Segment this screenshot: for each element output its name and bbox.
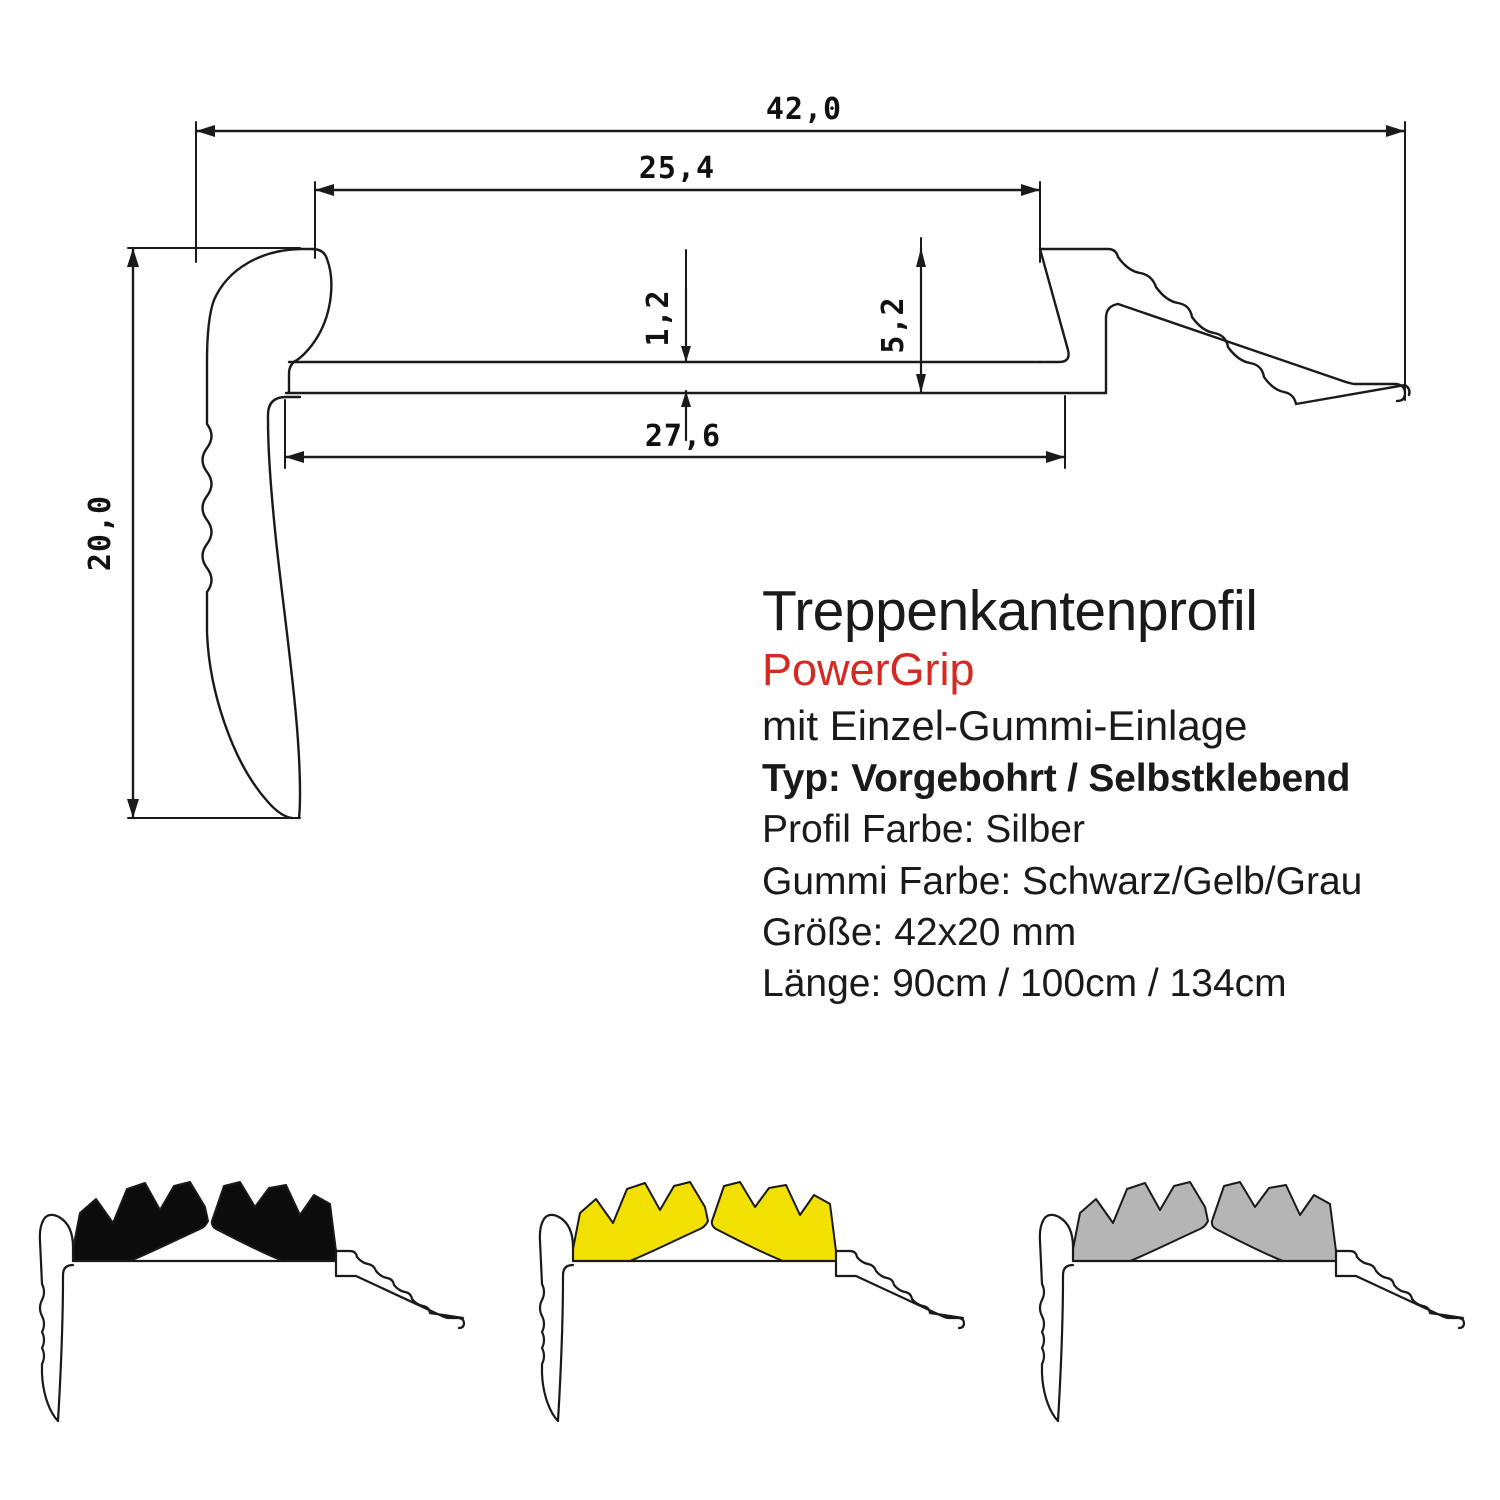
- spec-profil-farbe: Profil Farbe: Silber: [762, 808, 1085, 852]
- profile-nose-crown: [287, 247, 333, 395]
- technical-drawing: 42,0 25,4 27,6 1,2 5,2 20,0: [83, 92, 1411, 820]
- product-info-block: Treppenkantenprofil PowerGrip mit Einzel…: [762, 579, 1482, 1010]
- dimension-25-4: [313, 184, 1042, 196]
- product-brand: PowerGrip: [762, 644, 975, 696]
- variant-schwarz-drawing: [38, 1181, 466, 1423]
- spec-groesse: Größe: 42x20 mm: [762, 911, 1077, 955]
- variant-profile-outline-schwarz: [38, 1213, 466, 1423]
- variant-profile-outline-gelb: [538, 1213, 966, 1423]
- variant-gelb-drawing: [538, 1181, 966, 1423]
- dim-label-25-4: 25,4: [639, 151, 715, 186]
- rubber-insert-schwarz: [72, 1181, 337, 1262]
- variant-row: [0, 1155, 1500, 1500]
- profile-tail-tip: [1403, 383, 1411, 397]
- spec-gummi-farbe: Gummi Farbe: Schwarz/Gelb/Grau: [762, 859, 1363, 903]
- dimension-5-2: [916, 246, 926, 395]
- variant-grau-drawing: [1038, 1181, 1466, 1423]
- profile-nose-outer: [201, 247, 302, 820]
- profile-riser: [1104, 302, 1120, 395]
- profile-tail-top: [1116, 255, 1407, 406]
- variant-gelb[interactable]: [500, 1155, 1000, 1500]
- rubber-insert-grau: [1072, 1181, 1337, 1262]
- rubber-insert-gelb: [572, 1181, 837, 1262]
- profile-channel-wall: [1038, 247, 1070, 364]
- product-title: Treppenkantenprofil: [762, 579, 1258, 643]
- dim-label-1-2: 1,2: [641, 289, 676, 346]
- spec-typ: Typ: Vorgebohrt / Selbstklebend: [762, 756, 1351, 800]
- dimension-27-6: [283, 451, 1067, 463]
- profile-tail-bottom: [1116, 302, 1407, 403]
- dim-label-27-6: 27,6: [645, 419, 721, 454]
- variant-profile-outline-grau: [1038, 1213, 1466, 1423]
- product-subtitle: mit Einzel-Gummi-Einlage: [762, 701, 1248, 749]
- dim-label-5-2: 5,2: [876, 296, 911, 353]
- dimension-1-2: [681, 286, 691, 442]
- profile-right-shoulder: [1038, 247, 1120, 259]
- spec-laenge: Länge: 90cm / 100cm / 134cm: [762, 962, 1287, 1006]
- variant-grau[interactable]: [1000, 1155, 1500, 1500]
- dimension-20-0: [127, 246, 139, 820]
- witness-lines: [127, 121, 1406, 819]
- dim-label-20-0: 20,0: [83, 495, 118, 571]
- dim-label-42-0: 42,0: [766, 92, 842, 127]
- dimension-42-0: [194, 125, 1407, 137]
- profile-nose-inner: [266, 395, 302, 820]
- variant-schwarz[interactable]: [0, 1155, 500, 1500]
